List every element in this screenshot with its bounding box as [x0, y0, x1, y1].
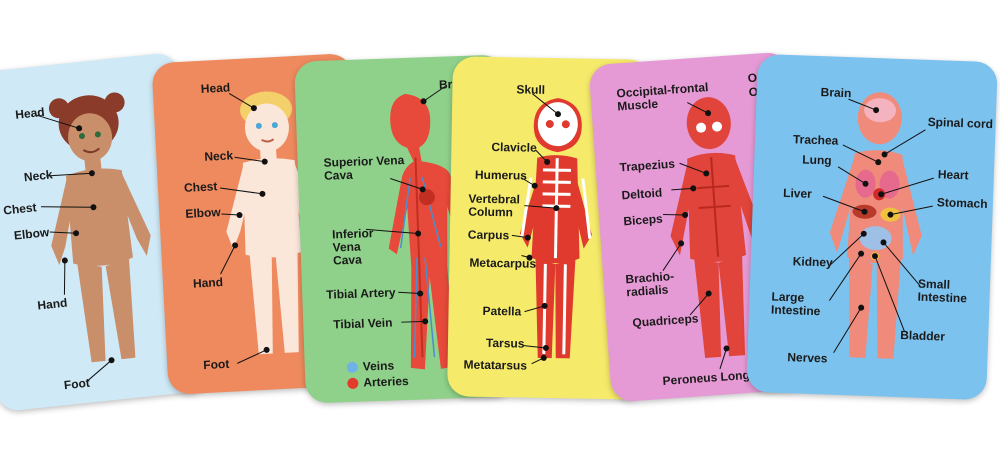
label-skull: Skull: [516, 82, 546, 97]
label-lung: Lung: [802, 152, 832, 168]
label-neck: Neck: [204, 148, 234, 164]
legend-label-arteries: Arteries: [363, 373, 409, 390]
label-elbow: Elbow: [185, 205, 222, 221]
label-brain: Brain: [820, 85, 852, 101]
label-tibial-vein: Tibial Vein: [333, 315, 393, 332]
label-inferior-vena-cava: Inferior Vena Cava: [331, 226, 374, 268]
girl-figure-illustration: [35, 92, 151, 382]
card-skeletal-system: Skull Clavicle Humerus Vertebral Column …: [447, 56, 651, 400]
label-stomach: Stomach: [936, 195, 988, 212]
label-heart: Heart: [937, 167, 969, 183]
label-vertebral-column: Vertebral Column: [468, 191, 520, 220]
card-external-body: Head Neck Chest Elbow Hand Foot: [0, 51, 213, 413]
boy-figure-illustration: [219, 91, 319, 364]
legend-label-veins: Veins: [362, 358, 395, 374]
label-humerus: Humerus: [474, 167, 528, 183]
card-child-body: Head Neck Chest Elbow Hand Foot: [151, 52, 369, 396]
label-tarsus: Tarsus: [485, 335, 525, 351]
label-foot: Foot: [202, 356, 230, 373]
label-hand: Hand: [192, 275, 224, 291]
label-foot: Foot: [63, 375, 91, 393]
label-brachio-radialis: Brachio-radialis: [624, 268, 675, 300]
card-internal-organs: Brain Spinal cord Trachea Lung Heart Liv…: [746, 53, 998, 401]
label-chest: Chest: [183, 179, 218, 195]
label-tibial-artery: Tibial Artery: [326, 285, 396, 302]
label-patella: Patella: [482, 303, 522, 319]
label-spinal-cord: Spinal cord: [927, 114, 994, 132]
label-biceps: Biceps: [622, 211, 664, 229]
label-head: Head: [200, 80, 231, 96]
label-clavicle: Clavicle: [491, 139, 537, 155]
label-metatarsus: Metatarsus: [463, 357, 528, 373]
skeleton-figure-illustration: [511, 93, 592, 365]
label-trachea: Trachea: [792, 132, 839, 148]
label-liver: Liver: [782, 185, 813, 201]
label-bladder: Bladder: [900, 328, 946, 344]
label-carpus: Carpus: [467, 227, 510, 243]
label-superior-vena-cava: Superior Vena Cava: [323, 152, 405, 183]
label-small-intestine: Small Intestine: [917, 276, 968, 306]
label-large-intestine: Large Intestine: [770, 289, 821, 319]
label-metacarpus: Metacarpus: [469, 255, 537, 271]
label-kidney: Kidney: [792, 254, 833, 270]
label-nerves: Nerves: [787, 350, 828, 366]
organs-figure-illustration: [822, 92, 934, 359]
